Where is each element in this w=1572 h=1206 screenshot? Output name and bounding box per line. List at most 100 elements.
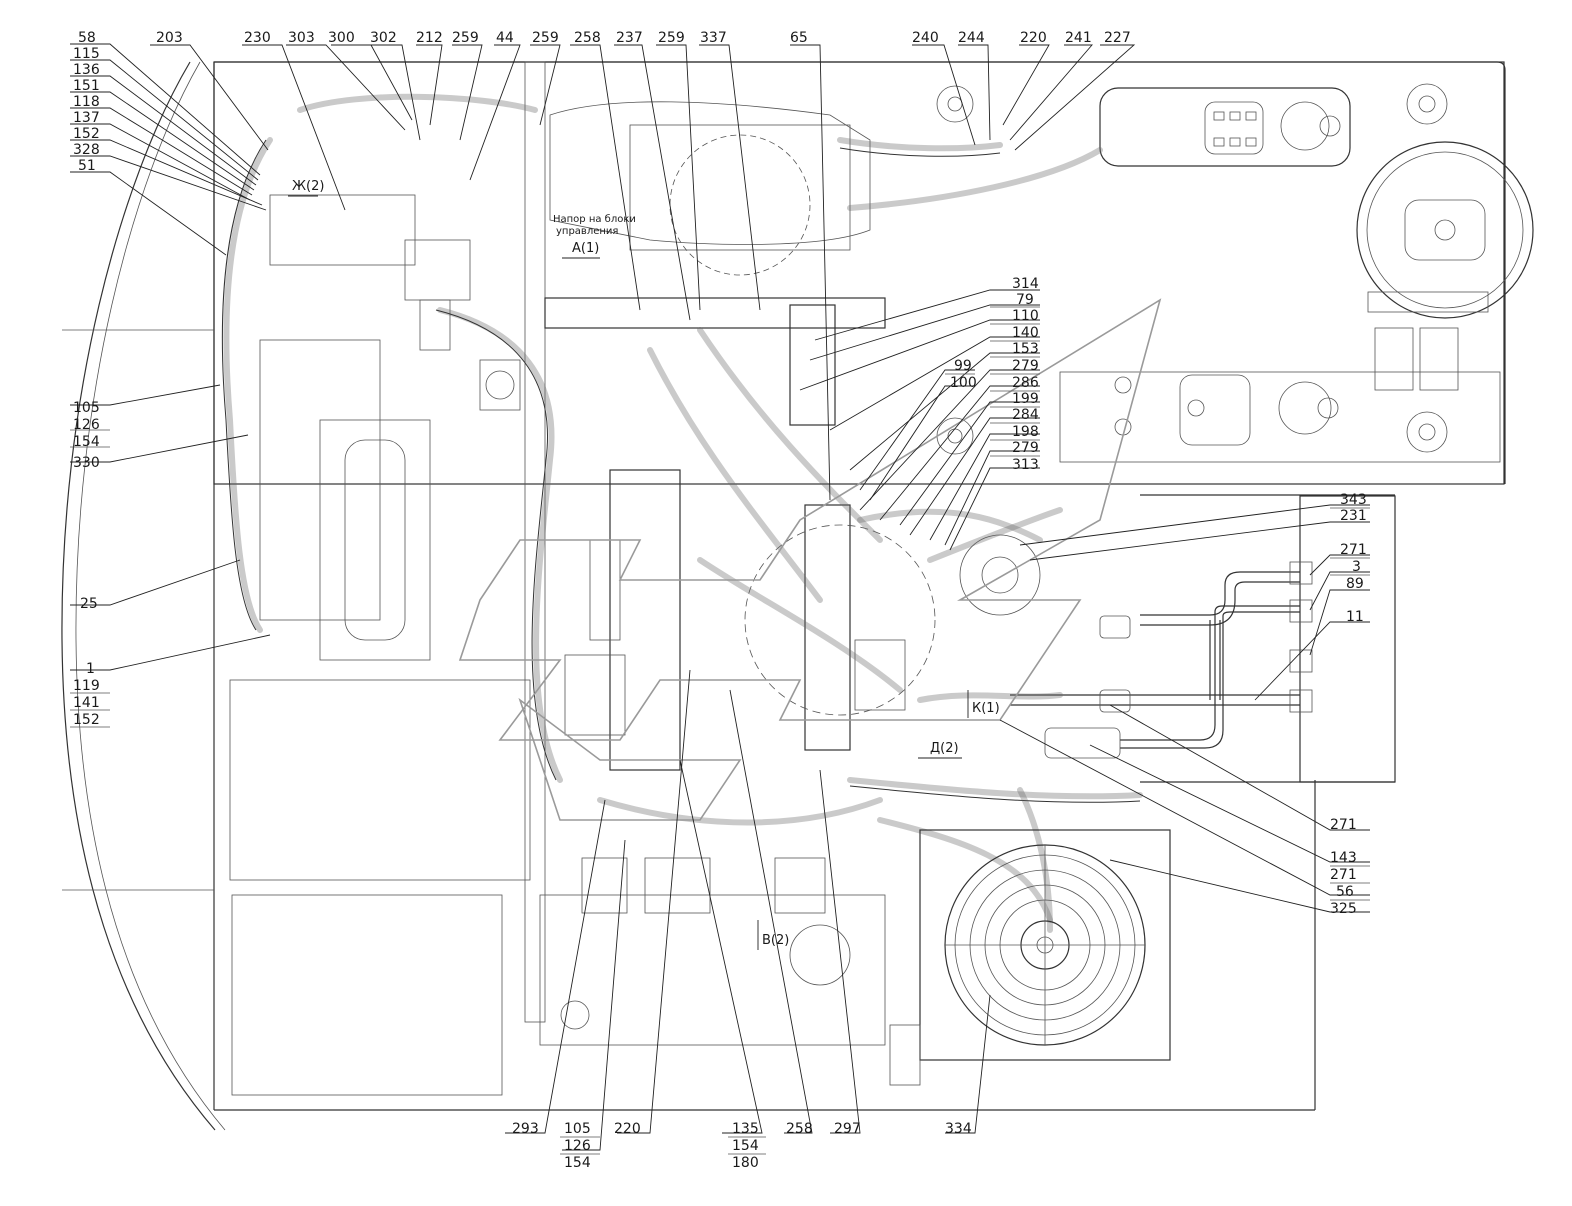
callout-343: 343 xyxy=(1340,492,1367,508)
machine-outline xyxy=(61,61,1506,1131)
callout-65: 65 xyxy=(790,30,808,46)
hydraulic-tank xyxy=(549,101,871,276)
callout-100: 100 xyxy=(950,375,977,391)
callout-79: 79 xyxy=(1016,292,1034,308)
leader-lines xyxy=(70,43,1370,1151)
callout-11: 11 xyxy=(1346,609,1364,625)
callouts-center: 314 79 110 140 153 99 100 279 286 199 28… xyxy=(950,276,1039,473)
callout-105: 105 xyxy=(564,1121,591,1137)
callout-334: 334 xyxy=(945,1121,972,1137)
view-marks: Ж(2) A(1) К(1) Д(2) В(2) Напор на блоки … xyxy=(288,179,1000,950)
callout-143: 143 xyxy=(1330,850,1357,866)
callout-259: 259 xyxy=(452,30,479,46)
callout-89: 89 xyxy=(1346,576,1364,592)
callout-141: 141 xyxy=(73,695,100,711)
callout-115: 115 xyxy=(73,46,100,62)
callout-220: 220 xyxy=(1020,30,1047,46)
callout-136: 136 xyxy=(73,62,100,78)
label-underlines xyxy=(70,306,1370,1155)
callout-230: 230 xyxy=(244,30,271,46)
callout-325: 325 xyxy=(1330,901,1357,917)
callout-110: 110 xyxy=(1012,308,1039,324)
callout-198: 198 xyxy=(1012,424,1039,440)
callout-25: 25 xyxy=(80,596,98,612)
callout-153: 153 xyxy=(1012,341,1039,357)
callouts-bottom: 293 105 126 154 220 135 154 180 258 297 … xyxy=(512,1121,972,1171)
annotation-line-1: Напор на блоки xyxy=(553,214,636,225)
callout-119: 119 xyxy=(73,678,100,694)
callout-258: 258 xyxy=(574,30,601,46)
callout-271: 271 xyxy=(1340,542,1367,558)
callout-212: 212 xyxy=(416,30,443,46)
callout-154: 154 xyxy=(564,1155,591,1171)
callout-140: 140 xyxy=(1012,325,1039,341)
annotation-line-2: управления xyxy=(556,226,618,237)
callout-313: 313 xyxy=(1012,457,1039,473)
callout-118: 118 xyxy=(73,94,100,110)
callout-271: 271 xyxy=(1330,817,1357,833)
view-mark-d2: Д(2) xyxy=(930,741,959,756)
callout-244: 244 xyxy=(958,30,985,46)
callout-259: 259 xyxy=(658,30,685,46)
view-mark-k1: К(1) xyxy=(972,701,1000,716)
engine-block xyxy=(229,194,531,881)
callouts-right: 343 231 271 3 89 11 271 143 271 56 325 xyxy=(1330,492,1367,917)
callout-297: 297 xyxy=(834,1121,861,1137)
callout-58: 58 xyxy=(78,30,96,46)
callout-314: 314 xyxy=(1012,276,1039,292)
callout-152: 152 xyxy=(73,126,100,142)
callout-259: 259 xyxy=(532,30,559,46)
callout-237: 237 xyxy=(616,30,643,46)
callout-56: 56 xyxy=(1336,884,1354,900)
view-mark-a1: A(1) xyxy=(572,241,599,256)
callout-328: 328 xyxy=(73,142,100,158)
callout-286: 286 xyxy=(1012,375,1039,391)
bottom-blocks xyxy=(560,857,921,1086)
right-pipes xyxy=(1010,561,1313,759)
callout-300: 300 xyxy=(328,30,355,46)
callout-105: 105 xyxy=(73,400,100,416)
callout-152: 152 xyxy=(73,712,100,728)
hydraulic-hoses xyxy=(221,93,1143,933)
callout-231: 231 xyxy=(1340,508,1367,524)
watermark-logo xyxy=(458,298,1162,821)
callout-279: 279 xyxy=(1012,358,1039,374)
callout-220: 220 xyxy=(614,1121,641,1137)
callout-203: 203 xyxy=(156,30,183,46)
callout-279: 279 xyxy=(1012,440,1039,456)
operator-control-panel xyxy=(936,83,1534,463)
callout-199: 199 xyxy=(1012,391,1039,407)
callout-135: 135 xyxy=(732,1121,759,1137)
callout-302: 302 xyxy=(370,30,397,46)
callout-271: 271 xyxy=(1330,867,1357,883)
callout-240: 240 xyxy=(912,30,939,46)
valve-manifolds xyxy=(544,297,1041,771)
callout-258: 258 xyxy=(786,1121,813,1137)
callout-154: 154 xyxy=(732,1138,759,1154)
callout-303: 303 xyxy=(288,30,315,46)
view-mark-zh2: Ж(2) xyxy=(292,179,324,194)
callout-3: 3 xyxy=(1352,559,1361,575)
callout-337: 337 xyxy=(700,30,727,46)
callout-241: 241 xyxy=(1065,30,1092,46)
callout-227: 227 xyxy=(1104,30,1131,46)
view-mark-v2: В(2) xyxy=(762,933,789,948)
callout-180: 180 xyxy=(732,1155,759,1171)
callout-330: 330 xyxy=(73,455,100,471)
callout-126: 126 xyxy=(564,1138,591,1154)
callout-151: 151 xyxy=(73,78,100,94)
callout-284: 284 xyxy=(1012,407,1039,423)
callout-1: 1 xyxy=(86,661,95,677)
callout-293: 293 xyxy=(512,1121,539,1137)
callout-137: 137 xyxy=(73,110,100,126)
callout-154: 154 xyxy=(73,434,100,450)
cooler-fan xyxy=(919,829,1171,1061)
callout-44: 44 xyxy=(496,30,514,46)
callout-126: 126 xyxy=(73,417,100,433)
callouts-top: 58 115 136 151 118 137 152 328 51 203 23… xyxy=(73,30,1131,174)
callout-51: 51 xyxy=(78,158,96,174)
callouts-left: 105 126 154 330 25 1 119 141 152 xyxy=(73,400,100,728)
callout-99: 99 xyxy=(954,358,972,374)
